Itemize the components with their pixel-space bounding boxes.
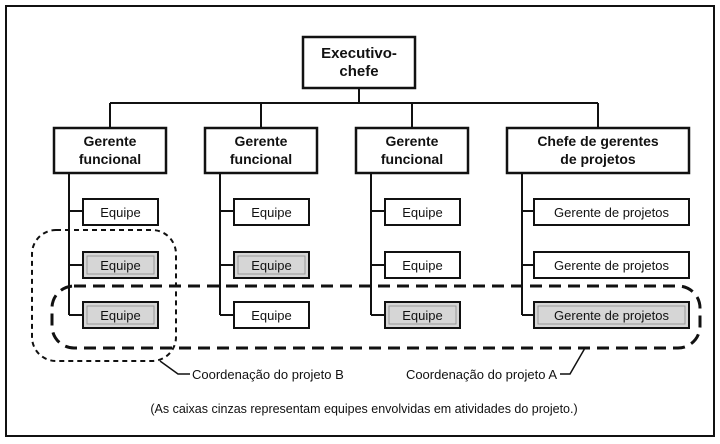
column-heads: Gerente funcional Gerente funcional Gere… <box>52 126 691 175</box>
head-4-line2: de projetos <box>560 151 636 167</box>
project-b-outline <box>31 229 177 362</box>
box-label-c3-r3: Equipe <box>402 308 442 323</box>
box-c3-r2 <box>384 251 461 279</box>
box-label-c4-r3: Gerente de projetos <box>554 308 669 323</box>
box-inner-shade <box>86 305 155 325</box>
top-connectors <box>109 88 599 128</box>
box-label-c1-r3: Equipe <box>100 308 140 323</box>
head-4-line1: Chefe de gerentes <box>537 133 659 149</box>
head-box-1 <box>52 126 168 175</box>
box-c4-r1 <box>533 198 690 226</box>
head-1-line2: funcional <box>79 151 141 167</box>
project-b-label: Coordenação do projeto B <box>192 367 344 382</box>
project-a-outline <box>50 284 702 350</box>
box-label-c3-r2: Equipe <box>402 258 442 273</box>
box-inner-shade <box>86 255 155 275</box>
column-connectors <box>68 173 534 316</box>
box-c2-r3 <box>233 301 310 329</box>
box-inner-shade <box>537 305 686 325</box>
head-3-line2: funcional <box>381 151 443 167</box>
box-label-c1-r2: Equipe <box>100 258 140 273</box>
head-box-2 <box>203 126 319 175</box>
callout-lines <box>159 347 586 375</box>
box-label-c2-r2: Equipe <box>251 258 291 273</box>
box-label-c2-r3: Equipe <box>251 308 291 323</box>
head-1-line1: Gerente <box>84 133 137 149</box>
project-a-label: Coordenação do projeto A <box>406 367 557 382</box>
box-label-c2-r1: Equipe <box>251 205 291 220</box>
outer-frame <box>5 5 715 437</box>
head-box-3 <box>354 126 470 175</box>
box-c4-r2 <box>533 251 690 279</box>
box-label-c3-r1: Equipe <box>402 205 442 220</box>
box-c2-r1 <box>233 198 310 226</box>
root-label-line1: Executivo- <box>321 45 397 62</box>
footnote: (As caixas cinzas representam equipes en… <box>150 402 577 416</box>
box-inner-shade <box>237 255 306 275</box>
box-c3-r1 <box>384 198 461 226</box>
box-c1-r1 <box>82 198 159 226</box>
box-label-c4-r1: Gerente de projetos <box>554 205 669 220</box>
sub-boxes: EquipeEquipeEquipeEquipeEquipeEquipeEqui… <box>82 198 690 329</box>
root-label-line2: chefe <box>339 63 378 80</box>
box-label-c1-r1: Equipe <box>100 205 140 220</box>
head-box-4 <box>505 126 691 175</box>
head-3-line1: Gerente <box>386 133 439 149</box>
box-label-c4-r2: Gerente de projetos <box>554 258 669 273</box>
head-2-line2: funcional <box>230 151 292 167</box>
head-2-line1: Gerente <box>235 133 288 149</box>
box-inner-shade <box>388 305 457 325</box>
